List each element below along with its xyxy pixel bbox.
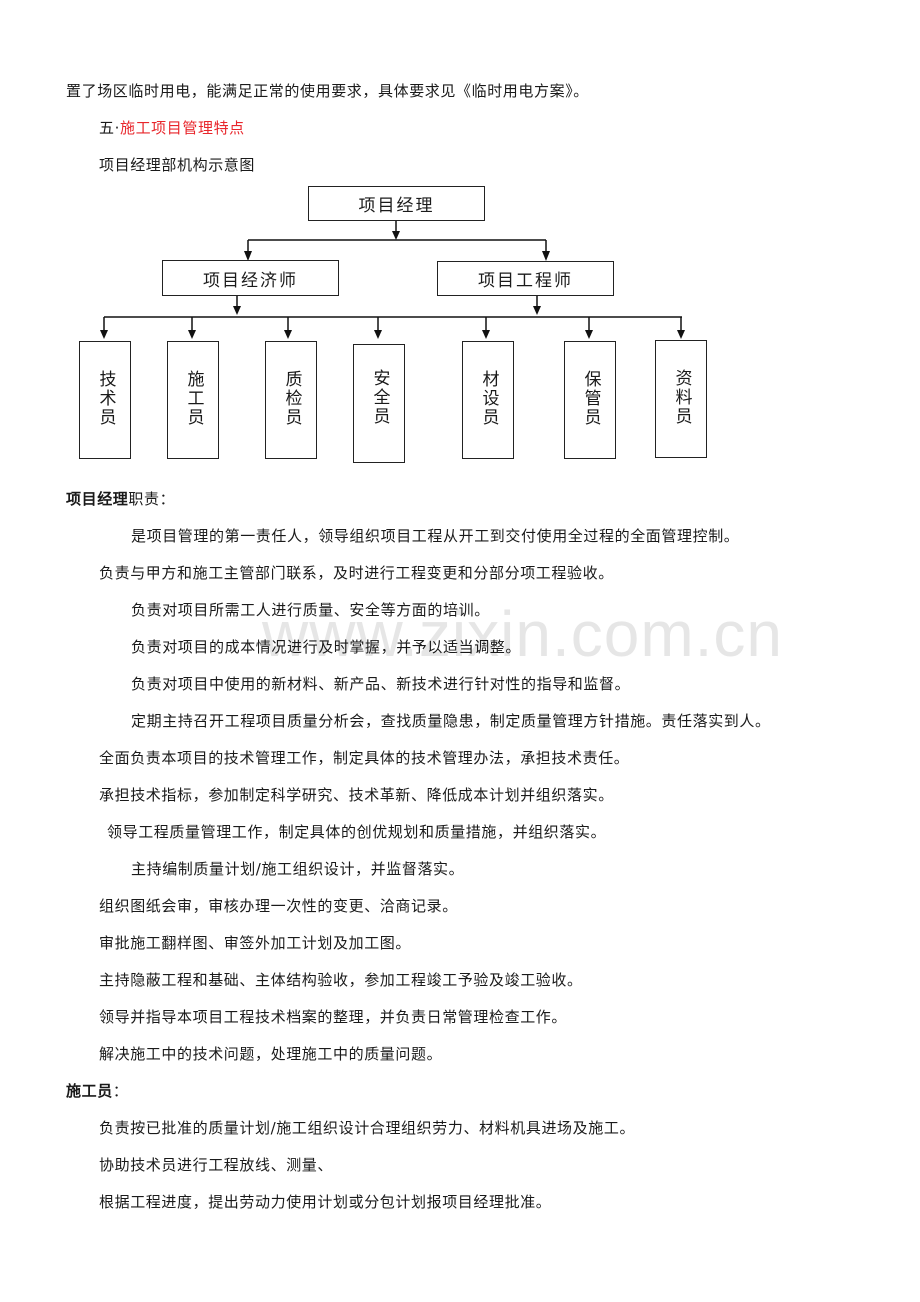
section-title: 施工项目管理特点 (119, 119, 245, 137)
org-node-label: 施工员 (183, 370, 204, 427)
builder-duty-item: 协助技术员进行工程放线、测量、 (99, 1156, 334, 1174)
manager-duty-item: 是项目管理的第一责任人，领导组织项目工程从开工到交付使用全过程的全面管理控制。 (131, 527, 740, 545)
org-node-project-manager: 项目经理 (308, 186, 485, 221)
manager-duties-heading: 项目经理职责： (66, 489, 175, 509)
manager-duty-item: 负责与甲方和施工主管部门联系，及时进行工程变更和分部分项工程验收。 (99, 564, 614, 582)
section-number: 五· (99, 119, 120, 137)
diagram-caption: 项目经理部机构示意图 (99, 156, 256, 174)
org-node-label: 项目工程师 (478, 271, 573, 291)
org-chart-connectors (100, 220, 685, 339)
builder-heading-bold: 施工员 (66, 1082, 113, 1100)
manager-duty-item: 负责对项目的成本情况进行及时掌握，并予以适当调整。 (131, 638, 522, 656)
manager-duty-item: 承担技术指标，参加制定科学研究、技术革新、降低成本计划并组织落实。 (99, 786, 614, 804)
manager-duty-item: 定期主持召开工程项目质量分析会，查找质量隐患，制定质量管理方针措施。责任落实到人… (131, 712, 771, 730)
watermark: www.zixin.com.cn (262, 598, 783, 670)
org-node-project-engineer: 项目工程师 (437, 261, 614, 296)
org-node-label: 材设员 (478, 370, 499, 427)
org-node-quality-inspector: 质检员 (265, 341, 317, 459)
org-node-technician: 技术员 (79, 341, 131, 459)
org-node-document-clerk: 资料员 (655, 340, 707, 458)
builder-duty-item: 根据工程进度，提出劳动力使用计划或分包计划报项目经理批准。 (99, 1193, 552, 1211)
org-node-label: 资料员 (671, 369, 692, 426)
manager-duty-item: 组织图纸会审，审核办理一次性的变更、洽商记录。 (99, 897, 458, 915)
org-node-construction-worker: 施工员 (167, 341, 219, 459)
manager-duty-item: 领导工程质量管理工作，制定具体的创优规划和质量措施，并组织落实。 (107, 823, 607, 841)
builder-duties-heading: 施工员： (66, 1081, 128, 1101)
manager-duty-item: 审批施工翻样图、审签外加工计划及加工图。 (99, 934, 412, 952)
manager-duty-item: 解决施工中的技术问题，处理施工中的质量问题。 (99, 1045, 443, 1063)
org-node-label: 质检员 (281, 370, 302, 427)
org-node-label: 项目经理 (358, 196, 435, 216)
section-heading: 五·施工项目管理特点 (99, 118, 245, 138)
org-node-storekeeper: 保管员 (564, 341, 616, 459)
manager-duty-item: 全面负责本项目的技术管理工作，制定具体的技术管理办法，承担技术责任。 (99, 749, 630, 767)
org-node-label: 保管员 (580, 370, 601, 427)
manager-duty-item: 主持编制质量计划/施工组织设计，并监督落实。 (131, 860, 465, 878)
org-node-safety-officer: 安全员 (353, 344, 405, 463)
builder-duty-item: 负责按已批准的质量计划/施工组织设计合理组织劳力、材料机具进场及施工。 (99, 1119, 636, 1137)
org-node-label: 项目经济师 (203, 270, 298, 291)
manager-heading-bold: 项目经理 (66, 490, 129, 508)
org-node-label: 安全员 (369, 369, 390, 426)
manager-duty-item: 负责对项目中使用的新材料、新产品、新技术进行针对性的指导和监督。 (131, 675, 631, 693)
manager-duty-item: 主持隐蔽工程和基础、主体结构验收，参加工程竣工予验及竣工验收。 (99, 971, 583, 989)
manager-duty-item: 负责对项目所需工人进行质量、安全等方面的培训。 (131, 601, 490, 619)
org-node-material-officer: 材设员 (462, 341, 514, 459)
intro-paragraph: 置了场区临时用电，能满足正常的使用要求，具体要求见《临时用电方案》。 (66, 82, 589, 100)
builder-heading-suffix: ： (112, 1082, 129, 1100)
org-node-label: 技术员 (95, 370, 116, 427)
manager-duty-item: 领导并指导本项目工程技术档案的整理，并负责日常管理检查工作。 (99, 1008, 568, 1026)
manager-heading-rest: 职责： (128, 490, 176, 508)
org-node-project-economist: 项目经济师 (162, 260, 339, 296)
